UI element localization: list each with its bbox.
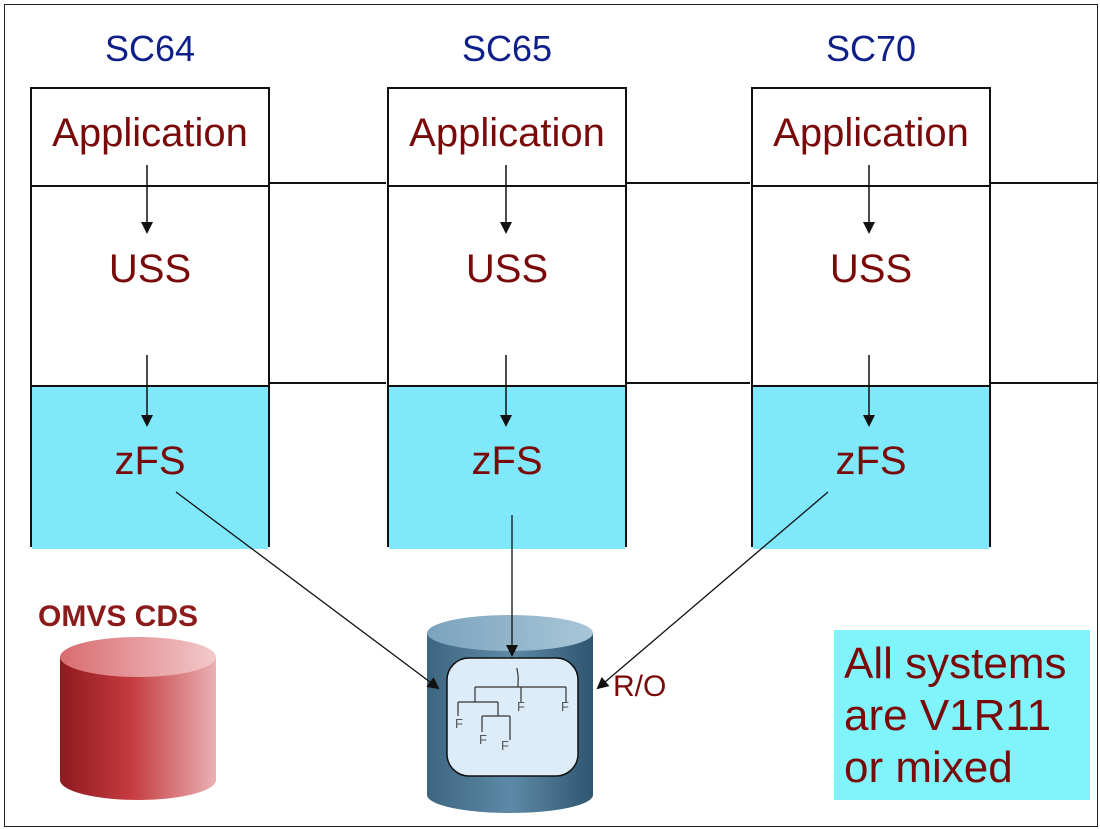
omvs-cds-label: OMVS CDS bbox=[38, 600, 199, 633]
read-only-label: R/O bbox=[613, 670, 667, 703]
application-layer: Application bbox=[32, 89, 268, 185]
file-node: F bbox=[561, 699, 569, 714]
file-tree-panel bbox=[446, 657, 579, 777]
file-node: F bbox=[501, 738, 509, 753]
note-line-1: All systems bbox=[844, 639, 1067, 688]
uss-layer: USS bbox=[389, 185, 625, 385]
zfs-layer: zFS bbox=[753, 385, 989, 549]
uss-label: USS bbox=[108, 247, 192, 291]
arrow-sc64-to-shared-fs bbox=[175, 491, 440, 690]
zfs-layer: zFS bbox=[32, 385, 268, 549]
uss-layer: USS bbox=[753, 185, 989, 385]
system-title-sc64: SC64 bbox=[104, 28, 196, 69]
zfs-label: zFS bbox=[471, 439, 543, 483]
zfs-label: zFS bbox=[114, 439, 186, 483]
file-node: F bbox=[517, 699, 525, 714]
zfs-label: zFS bbox=[835, 439, 907, 483]
note-line-2: are V1R11 bbox=[844, 691, 1052, 740]
application-layer: Application bbox=[753, 89, 989, 185]
version-note: All systems are V1R11 or mixed bbox=[834, 630, 1090, 800]
zfs-layer: zFS bbox=[389, 385, 625, 549]
system-stack-sc64: Application USS zFS bbox=[30, 87, 270, 549]
system-stack-sc70: Application USS zFS bbox=[751, 87, 991, 549]
uss-label: USS bbox=[465, 247, 549, 291]
file-node: F bbox=[479, 732, 487, 747]
note-line-3: or mixed bbox=[844, 743, 1013, 792]
arrow-sc70-to-shared-fs bbox=[596, 491, 829, 690]
application-label: Application bbox=[52, 111, 248, 155]
database-cylinder-icon bbox=[60, 637, 216, 800]
application-label: Application bbox=[409, 111, 605, 155]
diagram-frame bbox=[4, 4, 1098, 827]
file-tree-icon: F F F F F bbox=[446, 657, 579, 777]
file-node: F bbox=[455, 716, 463, 731]
system-title-sc70: SC70 bbox=[825, 28, 917, 69]
system-title-sc65: SC65 bbox=[461, 28, 553, 69]
uss-label: USS bbox=[829, 247, 913, 291]
system-stack-sc65: Application USS zFS bbox=[387, 87, 627, 549]
application-layer: Application bbox=[389, 89, 625, 185]
uss-layer: USS bbox=[32, 185, 268, 385]
application-label: Application bbox=[773, 111, 969, 155]
